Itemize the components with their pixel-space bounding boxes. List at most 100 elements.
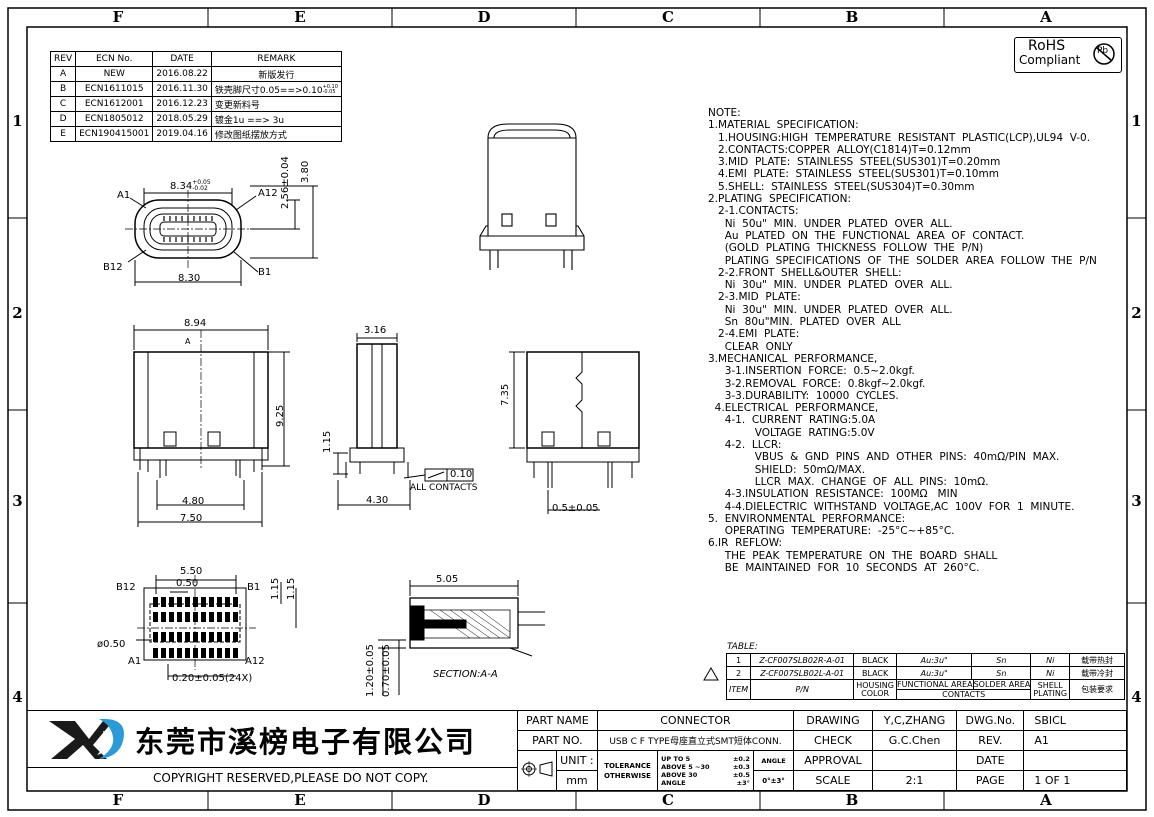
color-cell: BLACK: [853, 666, 897, 680]
pn-cell: Z-CF007SLB02L-A-01: [750, 666, 855, 680]
zone-col-top-d: D: [477, 8, 491, 26]
unit-label: UNIT :: [556, 750, 598, 771]
label-a12: A12: [258, 188, 278, 199]
rev-label: REV.: [956, 730, 1025, 751]
note-line: 2-2.FRONT SHELL&OUTER SHELL:: [708, 266, 902, 279]
note-line: 1.HOUSING:HIGH TEMPERATURE RESISTANT PLA…: [708, 131, 1091, 144]
top-view: [133, 325, 290, 527]
zone-row-right-2: 2: [1131, 304, 1142, 322]
title-row-2: PART NO. USB C F TYPE母座直立式SMT短体CONN. CHE…: [517, 730, 1127, 751]
remark-text: 铁壳脚尺寸0.05==>0.10: [214, 85, 323, 96]
date-value: [1023, 750, 1127, 771]
side-view: [333, 333, 474, 510]
dim-5-05: 5.05: [436, 574, 459, 585]
company-name: 东莞市溪榜电子有限公司: [135, 719, 476, 761]
tol-minus: -0.02: [192, 185, 208, 192]
label-b1-footprint: B1: [247, 582, 261, 593]
check-value: G.C.Chen: [871, 730, 958, 751]
note-line: Ni 30u" MIN. UNDER PLATED OVER ALL.: [708, 279, 953, 292]
note-line: CLEAR ONLY: [708, 340, 793, 353]
note-line: 4-3.INSULATION RESISTANCE: 100MΩ MIN: [708, 488, 958, 501]
dim-1-15-b: 1.15: [286, 577, 297, 600]
zone-col-top-f: F: [112, 8, 124, 26]
note-line: BE MAINTAINED FOR 10 SECONDS AT 260°C.: [708, 561, 980, 574]
label-a1-footprint: A1: [128, 656, 142, 667]
rev-cell: E: [49, 126, 77, 142]
rohs-title: RoHS: [1028, 38, 1066, 54]
dim-1-20: 1.20±0.05: [365, 644, 376, 697]
zone-row-right-1: 1: [1131, 112, 1142, 130]
header-package: 包装要求: [1069, 679, 1126, 700]
part-name-value: CONNECTOR: [596, 710, 795, 731]
copyright-text: COPYRIGHT RESERVED,PLEASE DO NOT COPY.: [153, 771, 429, 785]
section-mark-a: A: [185, 337, 191, 346]
rohs-subtitle: Compliant: [1019, 53, 1081, 67]
dwg-value: SBICL: [1023, 710, 1127, 731]
header-item: ITEM: [725, 679, 752, 700]
scale-value: 2:1: [871, 770, 958, 791]
dim-8-94: 8.94: [184, 318, 207, 329]
dim-2-56: 2.56±0.04: [280, 156, 291, 209]
note-line: Au PLATED ON THE FUNCTIONAL AREA OF CONT…: [708, 229, 1025, 242]
dim-7-35: 7.35: [500, 383, 511, 406]
title-table: PART NAME CONNECTOR DRAWING Y,C,ZHANG DW…: [516, 710, 1127, 791]
note-line: 2-3.MID PLATE:: [708, 291, 801, 304]
projection-icon: [521, 761, 553, 777]
zone-col-top-a: A: [1040, 8, 1052, 26]
dim-5-50: 5.50: [180, 566, 203, 577]
header-shell: SHELL PLATING: [1030, 679, 1071, 700]
title-row-1: PART NAME CONNECTOR DRAWING Y,C,ZHANG DW…: [517, 710, 1127, 731]
note-line: 4-1. CURRENT RATING:5.0A: [708, 414, 876, 427]
zone-col-top-b: B: [845, 8, 859, 26]
part-no-value: USB C F TYPE母座直立式SMT短体CONN.: [596, 730, 795, 751]
tol1-label: UP TO 5: [661, 754, 691, 763]
note-line: 5.SHELL: STAINLESS STEEL(SUS304)T=0.30mm: [708, 180, 975, 193]
note-line: VBUS & GND PINS AND OTHER PINS: 40mΩ/PIN…: [708, 451, 1060, 464]
label-b12-footprint: B12: [116, 582, 136, 593]
header-pn: P/N: [750, 679, 855, 700]
tol-minus: -0.05: [322, 89, 336, 95]
remark-cell: 铁壳脚尺寸0.05==>0.10+0.10-0.05: [210, 81, 342, 97]
title-row-3: UNIT : TOLERANCE OTHERWISE UP TO 5±0.2 A…: [516, 750, 1127, 791]
shell-cell: Ni: [1030, 653, 1071, 667]
note-line: 2.CONTACTS:COPPER ALLOY(C1814)T=0.12mm: [708, 143, 971, 156]
package-cell: 载带冷封: [1069, 666, 1126, 680]
note-line: 4.EMI PLATE: STAINLESS STEEL(SUS301)T=0.…: [708, 168, 999, 181]
package-cell: 载带热封: [1069, 653, 1126, 667]
part-no-label: PART NO.: [517, 730, 598, 751]
note-line: 4.ELECTRICAL PERFORMANCE,: [708, 402, 879, 415]
functional-cell: Au:3u": [895, 666, 973, 680]
zone-row-left-1: 1: [12, 112, 23, 130]
section-view: [378, 580, 545, 695]
tol3-label: ABOVE 30: [661, 770, 698, 779]
note-line: SHIELD: 50mΩ/MAX.: [708, 463, 866, 476]
tol4-label: ANGLE: [661, 778, 686, 787]
zone-col-bottom-a: A: [1040, 791, 1052, 809]
zone-col-top-c: C: [662, 8, 674, 26]
zone-row-right-4: 4: [1131, 688, 1142, 706]
note-line: 3.MID PLATE: STAINLESS STEEL(SUS301)T=0.…: [708, 156, 1001, 169]
dim-0-70: 0.70±0.05: [381, 644, 392, 697]
note-line: Sn 80u"MIN. PLATED OVER ALL: [708, 316, 901, 329]
solder-cell: Sn: [971, 666, 1032, 680]
approval-value: [871, 750, 958, 771]
dim-value: 8.34: [170, 181, 193, 192]
item-cell: 2: [725, 666, 752, 680]
note-line: 3-1.INSERTION FORCE: 0.5~2.0kgf.: [708, 365, 915, 378]
right-view: [509, 351, 640, 514]
warning-triangle-icon: [703, 667, 719, 681]
shell-cell: Ni: [1030, 666, 1071, 680]
header-solder: SOLDER AREA: [973, 680, 1031, 689]
dim-8-34: 8.34+0.05-0.02: [170, 180, 211, 193]
label-b12: B12: [103, 262, 123, 273]
tolerance-label: TOLERANCE OTHERWISE: [596, 750, 659, 791]
dim-3-16: 3.16: [364, 325, 387, 336]
